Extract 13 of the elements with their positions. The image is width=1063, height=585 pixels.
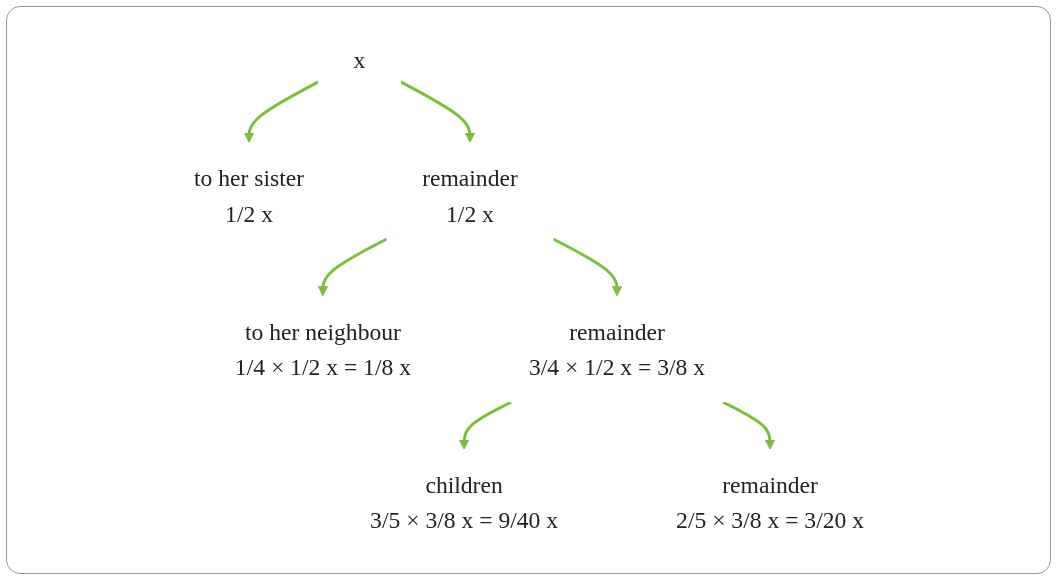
node-text: to her neighbour 1/4 × 1/2 x = 1/8 x — [234, 318, 411, 380]
node-text: remainder 1/2 x — [421, 164, 518, 227]
arrow — [552, 237, 622, 297]
node-text: to her sister 1/2 x — [193, 164, 304, 227]
node-text: remainder 3/4 × 1/2 x = 3/8 x — [528, 318, 705, 380]
arrow — [317, 237, 387, 297]
node-text: x — [353, 46, 365, 73]
node-text: children 3/5 × 3/8 x = 9/40 x — [369, 471, 558, 534]
node-text: remainder 2/5 × 3/8 x = 3/20 x — [675, 471, 864, 534]
arrow — [458, 400, 512, 450]
arrow — [721, 400, 775, 450]
arrow — [243, 80, 319, 143]
arrow — [399, 80, 475, 143]
